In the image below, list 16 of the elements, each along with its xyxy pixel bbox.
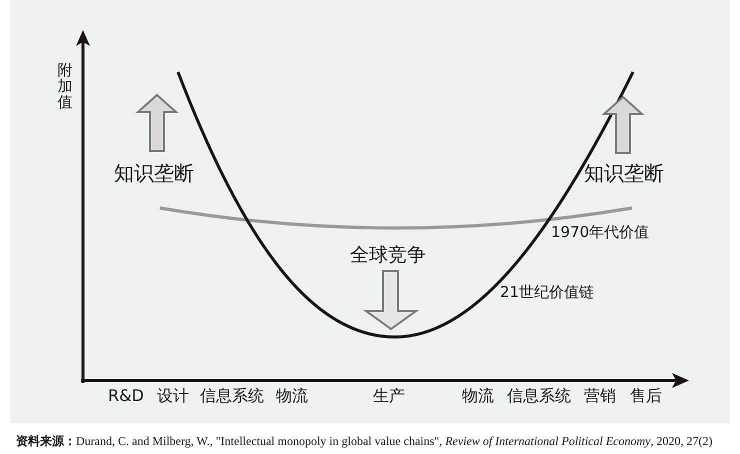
axis-category-label: 生产 — [373, 388, 405, 404]
axis-category-label: 售后 — [630, 388, 662, 404]
annotation-text: 知识垄断 — [114, 163, 194, 183]
axis-category-label: 物流 — [462, 388, 494, 404]
axis-category-label: 物流 — [276, 388, 308, 404]
curve-label: 1970年代价值 — [551, 225, 650, 240]
axis-category-label: 信息系统 — [200, 388, 264, 404]
vertical-axis-label: 附加值 — [57, 63, 73, 110]
source-caption: 资料来源：Durand, C. and Milberg, W., "Intellectual monopoly in global value chains", Review of International Political Economy, 2020, 27(2) — [16, 434, 712, 448]
curve-label: 21世纪价值链 — [500, 285, 594, 300]
axis-category-label: R&D — [108, 388, 144, 404]
annotation-text: 知识垄断 — [584, 163, 664, 183]
axis-category-label: 设计 — [157, 388, 189, 404]
axis-category-label: 营销 — [584, 388, 616, 404]
axis-category-label: 信息系统 — [507, 388, 571, 404]
annotation-text: 全球竞争 — [350, 246, 426, 265]
